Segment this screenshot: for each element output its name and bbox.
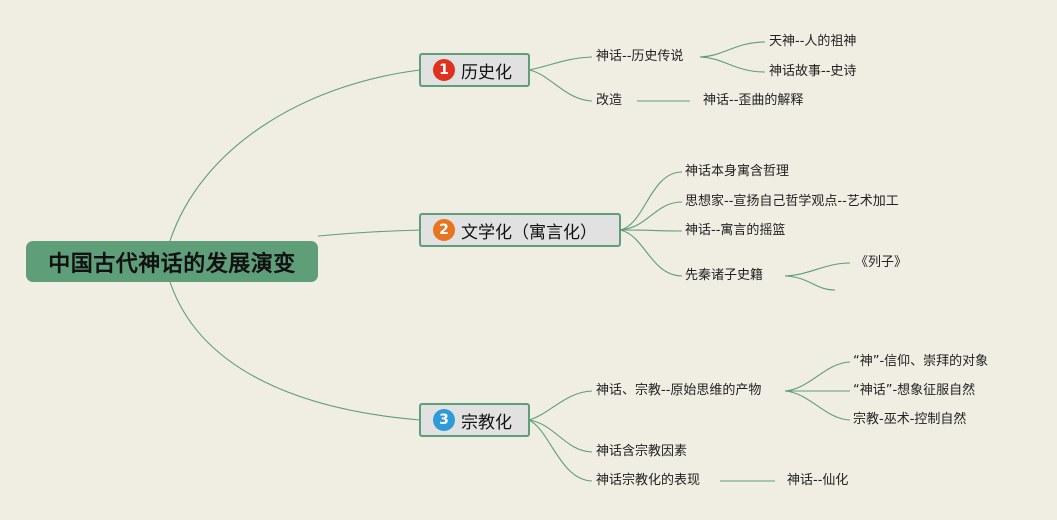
node-primitive-thought[interactable]: 神话、宗教--原始思维的产物 bbox=[596, 383, 762, 398]
link-b1c1-g2 bbox=[699, 56, 766, 73]
branch-label: 文学化（寓言化） bbox=[461, 222, 597, 243]
node-religionization-signs[interactable]: 神话宗教化的表现 bbox=[596, 473, 701, 488]
link-b3c1-g3 bbox=[784, 390, 851, 421]
node-distorted-explanation[interactable]: 神话--歪曲的解释 bbox=[703, 93, 804, 108]
link-b2c4-g1 bbox=[784, 262, 851, 277]
node-myth-to-legend[interactable]: 神话--历史传说 bbox=[596, 49, 684, 64]
number-three-icon: 3 bbox=[433, 409, 455, 431]
link-b1c1-g1 bbox=[699, 41, 766, 58]
node-god-worship[interactable]: “神”-信仰、崇拜的对象 bbox=[853, 354, 989, 369]
link-b2-c1 bbox=[619, 171, 683, 231]
node-myth-conquer-nature[interactable]: “神话”-想象征服自然 bbox=[853, 383, 976, 398]
link-b3c1-g1 bbox=[784, 361, 851, 392]
branch-label: 宗教化 bbox=[461, 412, 512, 433]
link-b2c4-g2 bbox=[784, 275, 836, 291]
number-one-icon: 1 bbox=[433, 59, 455, 81]
link-root-branch-1 bbox=[169, 69, 421, 242]
number-two-icon: 2 bbox=[433, 219, 455, 241]
link-b1-c1 bbox=[528, 56, 593, 71]
node-pre-qin-texts[interactable]: 先秦诸子史籍 bbox=[685, 268, 764, 283]
node-religion-witchcraft[interactable]: 宗教-巫术-控制自然 bbox=[853, 412, 967, 427]
branch-historicization[interactable]: 1 历史化 bbox=[419, 53, 530, 87]
link-root-branch-2 bbox=[317, 229, 421, 237]
root-title: 中国古代神话的发展演变 bbox=[48, 251, 296, 277]
node-transformation[interactable]: 改造 bbox=[596, 93, 623, 108]
node-myth-philosophy[interactable]: 神话本身寓含哲理 bbox=[685, 164, 790, 179]
node-religious-factors[interactable]: 神话含宗教因素 bbox=[596, 444, 688, 459]
link-b2-c2 bbox=[619, 201, 683, 231]
link-b3-c1 bbox=[528, 390, 593, 421]
node-gods-ancestors[interactable]: 天神--人的祖神 bbox=[769, 34, 857, 49]
branch-religionization[interactable]: 3 宗教化 bbox=[419, 403, 530, 437]
branch-label: 历史化 bbox=[461, 62, 512, 83]
node-immortalization[interactable]: 神话--仙化 bbox=[787, 473, 849, 488]
branch-literarization[interactable]: 2 文学化（寓言化） bbox=[419, 213, 621, 247]
node-liezi[interactable]: 《列子》 bbox=[855, 255, 908, 270]
link-b3-c2 bbox=[528, 419, 593, 453]
link-root-branch-3 bbox=[169, 281, 421, 421]
node-fable-cradle[interactable]: 神话--寓言的摇篮 bbox=[685, 223, 786, 238]
root-topic[interactable]: 中国古代神话的发展演变 bbox=[26, 241, 318, 282]
node-stories-epics[interactable]: 神话故事--史诗 bbox=[769, 64, 857, 79]
link-b2-c3 bbox=[619, 229, 683, 232]
link-b1-c2 bbox=[528, 69, 593, 102]
link-b2-c4 bbox=[619, 229, 683, 277]
link-b3-c3 bbox=[528, 419, 593, 482]
node-thinkers-art[interactable]: 思想家--宣扬自己哲学观点--艺术加工 bbox=[685, 194, 899, 209]
